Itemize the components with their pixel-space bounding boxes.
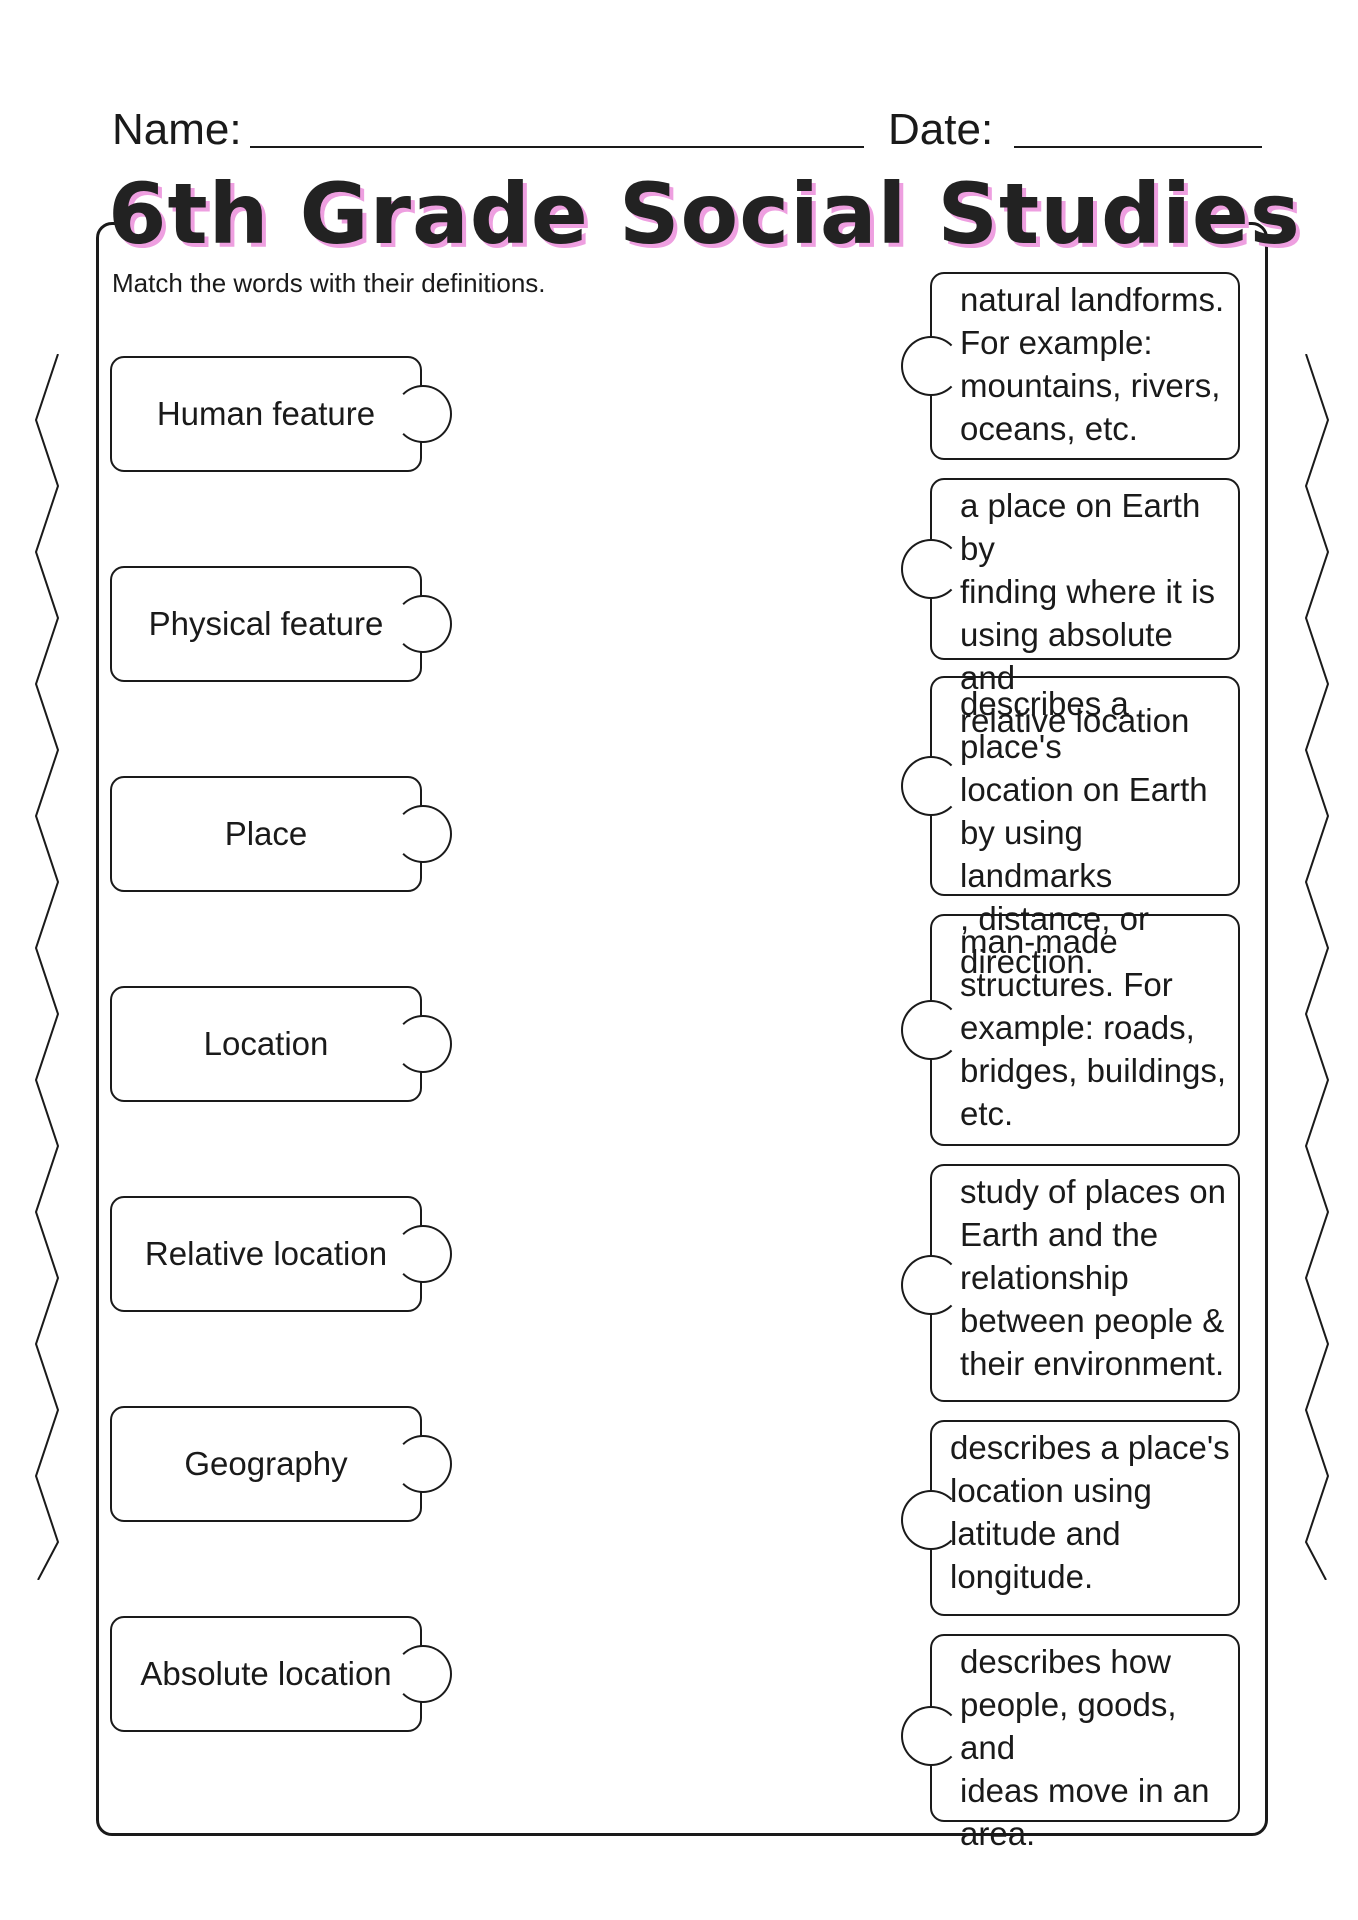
term-label: Location xyxy=(203,1025,329,1062)
definition-card-1[interactable]: natural landforms. For example: mountain… xyxy=(901,272,1240,460)
term-card-geography[interactable]: Geography xyxy=(110,1406,452,1522)
term-card-absolute-location[interactable]: Absolute location xyxy=(110,1616,452,1732)
term-card-place[interactable]: Place xyxy=(110,776,452,892)
term-label: Geography xyxy=(184,1445,348,1482)
definition-text: study of places on Earth and the relatio… xyxy=(960,1173,1226,1382)
term-card-human-feature[interactable]: Human feature xyxy=(110,356,452,472)
definition-card-7[interactable]: describes how people, goods, and ideas m… xyxy=(901,1634,1240,1852)
definition-text: man-made structures. For example: roads,… xyxy=(960,923,1226,1132)
term-card-physical-feature[interactable]: Physical feature xyxy=(110,566,452,682)
term-card-location[interactable]: Location xyxy=(110,986,452,1102)
definition-text: natural landforms. For example: mountain… xyxy=(960,281,1225,447)
definition-card-2[interactable]: a place on Earth by finding where it is … xyxy=(901,478,1240,739)
definition-card-6[interactable]: describes a place's location using latit… xyxy=(901,1420,1240,1616)
left-zigzag-decoration xyxy=(34,354,60,1580)
page-title: 6th Grade Social Studies xyxy=(108,165,1301,263)
right-zigzag-decoration xyxy=(1304,354,1330,1580)
term-label: Human feature xyxy=(156,395,376,432)
date-line[interactable] xyxy=(1014,146,1262,148)
definition-text: a place on Earth by finding where it is … xyxy=(960,487,1215,739)
definition-card-4[interactable]: man-made structures. For example: roads,… xyxy=(901,914,1240,1146)
term-label: Relative location xyxy=(144,1235,388,1272)
definition-card-3[interactable]: describes a place's location on Earth by… xyxy=(901,676,1240,980)
definition-text: describes how people, goods, and ideas m… xyxy=(960,1643,1210,1852)
term-card-relative-location[interactable]: Relative location xyxy=(110,1196,452,1312)
title-mask xyxy=(122,196,1236,252)
term-label: Absolute location xyxy=(140,1655,392,1692)
term-label: Physical feature xyxy=(148,605,384,642)
instructions: Match the words with their definitions. xyxy=(112,268,546,298)
name-line[interactable] xyxy=(250,146,864,148)
date-label: Date: xyxy=(888,105,994,154)
definition-text: describes a place's location using latit… xyxy=(950,1429,1230,1595)
definition-text: describes a place's location on Earth by… xyxy=(960,685,1208,980)
name-label: Name: xyxy=(112,105,242,154)
term-label: Place xyxy=(224,815,308,852)
definition-card-5[interactable]: study of places on Earth and the relatio… xyxy=(901,1164,1240,1402)
